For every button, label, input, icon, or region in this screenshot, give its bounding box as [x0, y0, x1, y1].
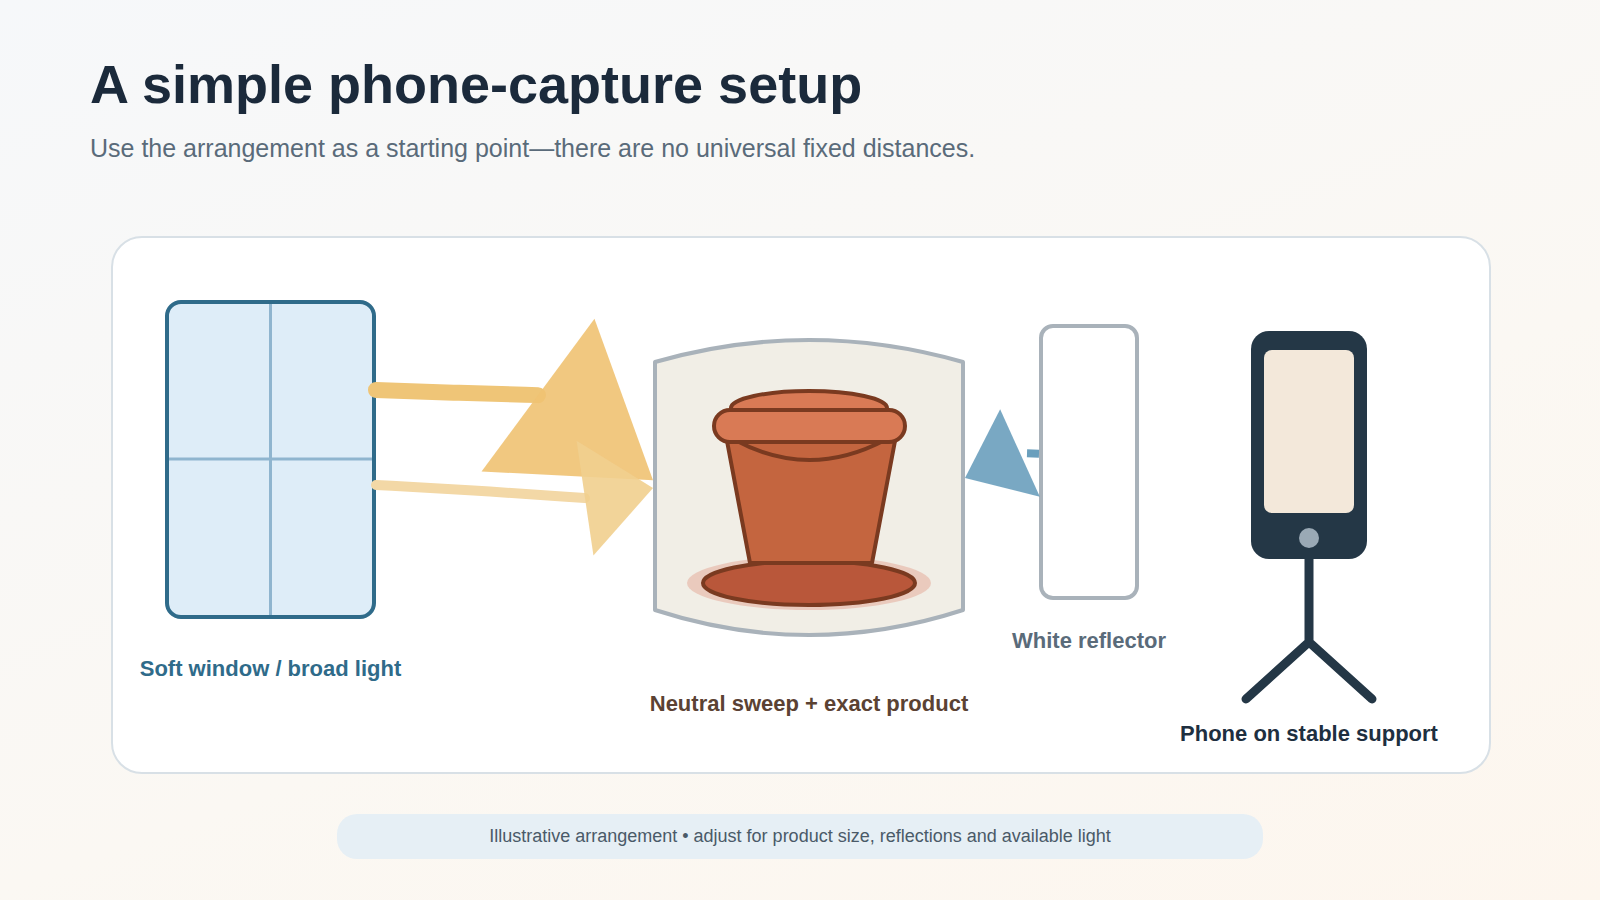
node-label: Neutral sweep + exact product [650, 691, 969, 717]
phone-body [1251, 331, 1367, 559]
tripod-legs [1246, 559, 1372, 699]
connector-line [376, 485, 585, 498]
subtitle-note: Use the arrangement as a starting point—… [90, 133, 975, 163]
pot-saucer [703, 561, 915, 605]
connector-line [376, 390, 538, 395]
caption-pill [337, 814, 1263, 859]
window-light: Soft window / broad light [165, 300, 376, 619]
node-label: White reflector [1012, 628, 1166, 654]
window-transom [169, 458, 372, 461]
phone-outline [1240, 331, 1378, 706]
diagram-panel [112, 237, 1490, 773]
window-frame [167, 302, 374, 617]
phone-screen [1264, 350, 1354, 513]
diagram-title: A simple phone-capture setup [90, 52, 862, 116]
caption-text: Illustrative arrangement • adjust for pr… [337, 814, 1263, 859]
light-connector [376, 441, 653, 556]
light-connector [376, 319, 653, 480]
pot-rim [714, 410, 905, 442]
phone-tripod: Phone on stable support [1240, 331, 1378, 706]
arrow-head [965, 409, 1040, 496]
light-connector [965, 409, 1040, 496]
arrow-head [482, 319, 653, 480]
pot-rim-edge [735, 440, 885, 460]
flower-pot [687, 391, 931, 610]
window-outline [165, 300, 376, 619]
sweep-backdrop [655, 340, 963, 635]
connector-layer [376, 319, 1040, 556]
node-label: Soft window / broad light [140, 656, 402, 682]
arrow-head [577, 441, 653, 556]
pot-shadow [687, 556, 931, 610]
product-sweep: Neutral sweep + exact product [653, 340, 965, 635]
reflector-board [1041, 326, 1137, 598]
pot-opening [731, 391, 887, 425]
phone-button [1299, 528, 1319, 548]
sweep-outline [653, 340, 965, 635]
connector-line [1020, 449, 1039, 458]
pot-body [727, 441, 895, 563]
reflector-outline [1039, 324, 1139, 600]
reflector-card: White reflector [1039, 324, 1139, 600]
node-label: Phone on stable support [1180, 721, 1438, 747]
